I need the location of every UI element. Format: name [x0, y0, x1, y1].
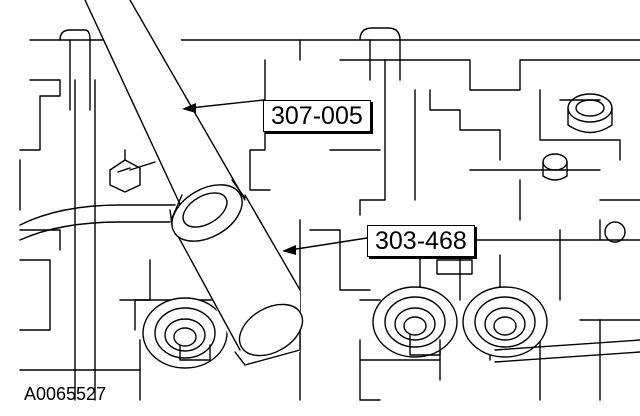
handle-tool	[84, 0, 246, 216]
bolt-detail	[436, 153, 626, 275]
connector-clip	[109, 149, 141, 193]
installer-tool	[169, 179, 304, 366]
plug-detail	[567, 93, 613, 134]
leader-lines	[129, 99, 368, 255]
valve-bore-left	[142, 297, 228, 369]
valve-bore-center	[372, 286, 458, 358]
valve-bore-right	[462, 286, 640, 363]
callout-tool-303-468: 303-468	[367, 225, 475, 257]
callout-tool-307-005: 307-005	[263, 100, 371, 132]
figure-id: A0065527	[24, 384, 107, 404]
fuel-line-tubes	[19, 27, 401, 241]
